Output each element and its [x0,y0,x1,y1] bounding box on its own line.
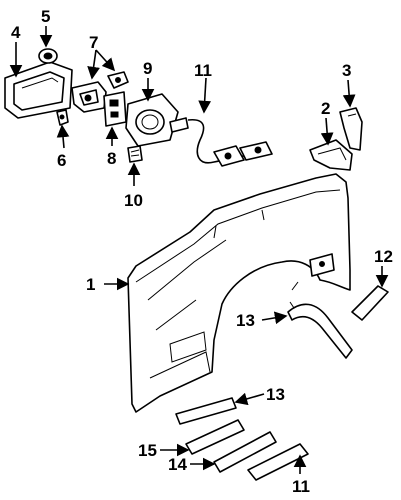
release-cable [187,118,273,167]
rocker-molding-15 [213,431,277,473]
callout-12: 11 [292,477,310,496]
callout-11: 11 [194,61,212,80]
callout-4: 4 [11,23,21,42]
callout-10: 10 [124,191,143,210]
leader-lines [9,26,389,474]
rear-molding [351,285,389,321]
callout-13-lower: 13 [266,385,285,404]
rocker-molding-13 [175,397,237,425]
rocker-molding-16 [185,419,245,455]
callout-7: 7 [89,33,98,52]
quarter-panel [127,173,351,413]
callout-6: 6 [57,151,66,170]
callout-1: 1 [86,275,95,294]
clip-part [56,109,69,126]
extension-part [339,107,363,151]
callout-labels: 4 5 7 9 11 3 2 6 8 10 1 12 13 13 15 14 1… [11,7,393,496]
callout-9: 9 [143,59,152,78]
callout-8: 8 [107,149,116,168]
callout-14: 13 [236,311,255,330]
callout-5: 5 [41,7,50,26]
callout-2: 2 [321,99,330,118]
wheel-molding [287,301,353,359]
filler-bracket [125,93,189,147]
callout-15: 14 [168,455,187,474]
callout-3: 3 [342,61,351,80]
callout-16: 15 [138,441,157,460]
spring-clip [127,145,143,163]
grommet-part [38,48,58,64]
quarter-bracket [309,139,353,171]
actuator-part [103,91,127,127]
rocker-molding-12 [247,443,309,481]
callout-13-upper: 12 [374,247,393,266]
fuel-door-housing [4,61,73,119]
